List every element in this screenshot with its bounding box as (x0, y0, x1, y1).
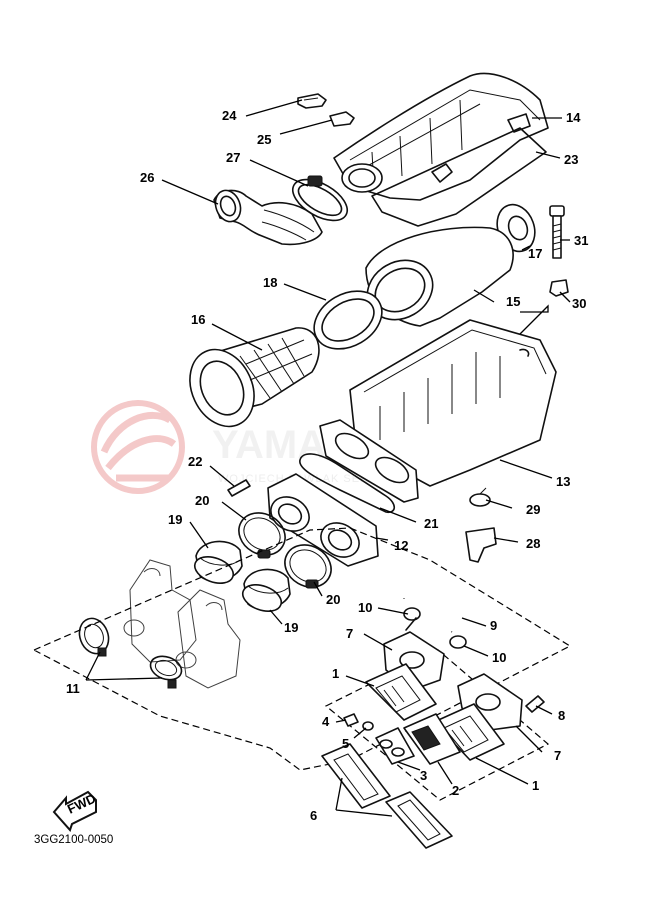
callout-1-lower: 1 (532, 778, 539, 793)
part-21-gasket (299, 453, 396, 514)
part-2-reed-plate (403, 713, 461, 765)
part-14-airbox-cover (333, 72, 549, 201)
callout-5: 5 (342, 736, 349, 751)
callout-18: 18 (263, 275, 277, 290)
callout-23: 23 (564, 152, 578, 167)
part-30-washer (549, 279, 569, 297)
callout-19-lower: 19 (284, 620, 298, 635)
part-31-bolt (549, 205, 565, 259)
part-20-clamp-lower (284, 544, 332, 589)
callout-12: 12 (394, 538, 408, 553)
part-6-gasket-right (385, 791, 453, 849)
callout-11: 11 (66, 681, 80, 696)
part-18-filter-ring (313, 290, 383, 350)
callout-8: 8 (558, 708, 565, 723)
callout-27: 27 (226, 150, 240, 165)
callout-6: 6 (310, 808, 317, 823)
callout-29: 29 (526, 502, 540, 517)
callout-labels: 24 25 27 26 14 23 31 18 17 30 15 16 13 2… (66, 108, 588, 823)
part-6-gasket-left (321, 743, 391, 809)
callout-7-upper: 7 (346, 626, 353, 641)
fwd-arrow-badge: FWD (52, 791, 98, 832)
watermark-logo (91, 400, 185, 494)
part-19-joint-lower (241, 568, 291, 612)
part-airbox-joint (319, 419, 419, 503)
callout-10-upper: 10 (358, 600, 372, 615)
callout-22: 22 (188, 454, 202, 469)
callout-28: 28 (526, 536, 540, 551)
leader-lines (85, 99, 571, 817)
group-outline-carb (32, 527, 572, 771)
part-3-reed-stopper (375, 727, 415, 765)
part-13-airbox-case (349, 319, 557, 487)
part-1-reed-valve-upper (365, 663, 437, 721)
part-26-intake-duct (213, 189, 323, 246)
callout-4: 4 (322, 714, 330, 729)
part-11-ring-left (78, 617, 110, 657)
callout-31: 31 (574, 233, 588, 248)
part-12-joint (267, 473, 379, 567)
part-8-screw (525, 695, 545, 713)
part-23-seal (371, 127, 547, 227)
part-10-hose-clip-lower (449, 635, 467, 649)
callout-15: 15 (506, 294, 520, 309)
part-4-screw (343, 713, 359, 727)
part-22-screw (227, 479, 251, 497)
part-16-filter-guide (189, 327, 320, 428)
callout-26: 26 (140, 170, 154, 185)
callout-14: 14 (566, 110, 581, 125)
callout-7-lower: 7 (554, 748, 561, 763)
callout-2: 2 (452, 783, 459, 798)
part-28-drain-plug (465, 527, 497, 563)
callout-25: 25 (257, 132, 271, 147)
carburetor-assembly-ghost (123, 559, 241, 689)
callout-21: 21 (424, 516, 438, 531)
part-19-joint-upper (193, 540, 243, 584)
part-9-hose (402, 579, 466, 636)
diagram-code: 3GG2100-0050 (34, 834, 113, 846)
callout-10-lower: 10 (492, 650, 506, 665)
callout-20-upper: 20 (195, 493, 209, 508)
callout-20-lower: 20 (326, 592, 340, 607)
callout-13: 13 (556, 474, 570, 489)
part-24-bracket (297, 93, 327, 109)
callout-30: 30 (572, 296, 586, 311)
part-1-reed-valve-lower (433, 703, 505, 761)
part-25-clip (329, 111, 355, 127)
part-15-filter-element (365, 226, 514, 327)
callout-3: 3 (420, 768, 427, 783)
part-11-ring-right (149, 655, 183, 689)
callout-24: 24 (222, 108, 237, 123)
part-29-clip (469, 487, 491, 507)
callout-17: 17 (528, 246, 542, 261)
callout-1-upper: 1 (332, 666, 339, 681)
callout-19-upper: 19 (168, 512, 182, 527)
callout-9: 9 (490, 618, 497, 633)
callout-16: 16 (191, 312, 205, 327)
part-10-hose-clip-upper (403, 607, 421, 621)
